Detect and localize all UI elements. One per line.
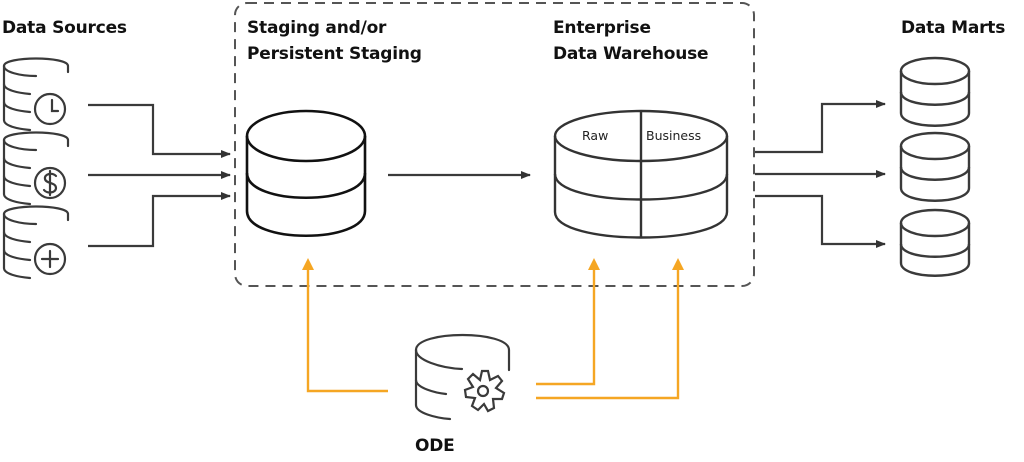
staging-database-icon: [245, 109, 367, 238]
arrow-ode-to-edw-raw: [536, 262, 596, 386]
edw-title-line1: Enterprise: [553, 18, 651, 38]
arrow-source-1: [88, 103, 231, 158]
mart-arrows: [755, 100, 886, 248]
arrow-ode-to-staging: [306, 262, 388, 393]
dollar-icon: [33, 166, 67, 200]
staging-edw-boundary: [234, 2, 755, 287]
data-source-plus: [2, 205, 70, 280]
source-arrows: [88, 103, 231, 248]
arrow-mart-1: [755, 100, 886, 154]
staging-title-line1: Staging and/or: [247, 18, 387, 38]
ode-database-gear-icon: [414, 333, 511, 421]
arrow-source-3: [88, 192, 231, 248]
edw-segment-business: Business: [646, 128, 701, 143]
ode-title: ODE: [415, 436, 455, 456]
staging-title-line2: Persistent Staging: [247, 44, 422, 64]
arrow-mart-3: [755, 194, 886, 248]
data-mart-1: [899, 56, 971, 127]
data-source-dollar: [2, 131, 70, 206]
data-mart-3: [899, 208, 971, 277]
edw-title-line2: Data Warehouse: [553, 44, 709, 64]
arrow-ode-to-edw-business: [536, 262, 680, 400]
data-marts-title: Data Marts: [901, 18, 1006, 38]
clock-icon: [33, 92, 67, 126]
edw-database-icon: [553, 109, 729, 239]
plus-icon: [33, 242, 67, 276]
ode-arrows: [302, 258, 684, 400]
data-source-clock: [2, 57, 70, 132]
edw-segment-raw: Raw: [582, 128, 608, 143]
gear-icon: [463, 369, 506, 413]
data-sources-title: Data Sources: [2, 18, 127, 38]
data-mart-2: [899, 131, 971, 202]
